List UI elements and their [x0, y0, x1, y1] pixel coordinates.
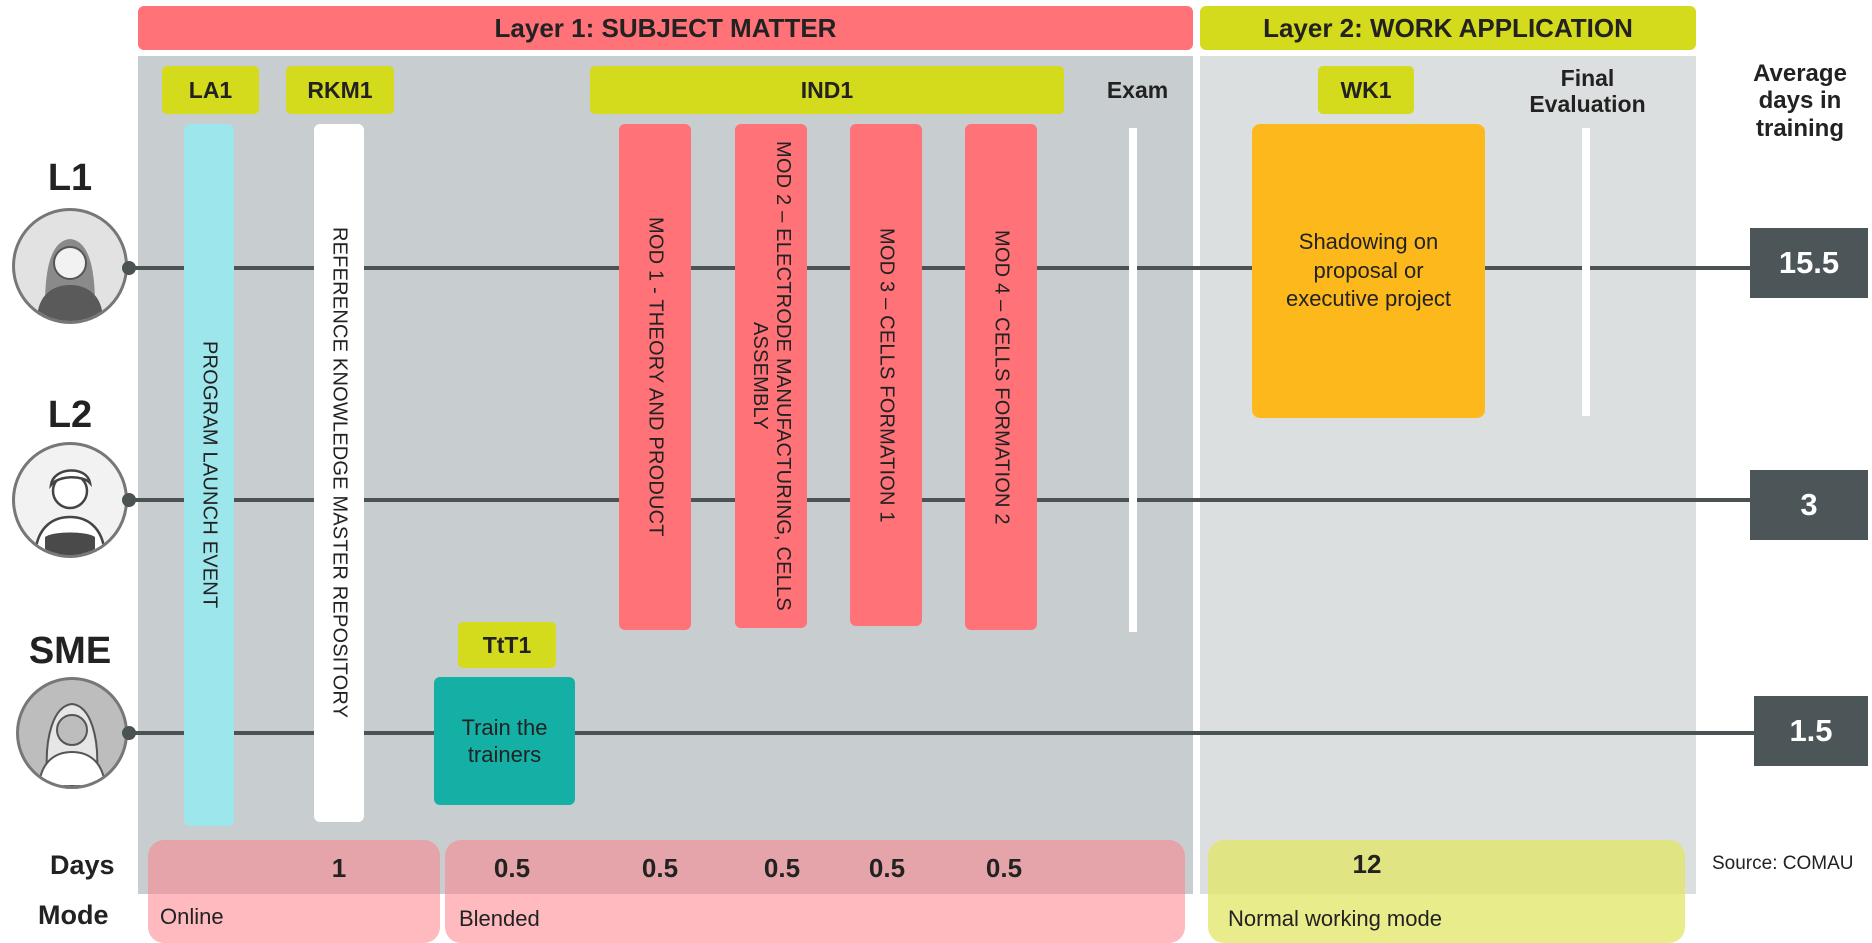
- mod4-bar: MOD 4 – CELLS FORMATION 2: [965, 124, 1037, 630]
- days-mod2: 0.5: [763, 852, 801, 883]
- mod2-bar: MOD 2 – ELECTRODE MANUFACTURING, CELLS A…: [735, 124, 807, 628]
- tag-rkm1: RKM1: [286, 66, 394, 114]
- source-note: Source: COMAU: [1712, 853, 1854, 874]
- timeline-l2: [128, 498, 1778, 502]
- avatar-l1-icon: [12, 208, 128, 324]
- online-band: [148, 840, 440, 943]
- mod1-label: MOD 1 - THEORY AND PRODUCT: [644, 217, 667, 537]
- final-evaluation-divider: [1582, 128, 1590, 416]
- tag-wk1: WK1: [1318, 66, 1414, 114]
- normal-working-band: [1208, 840, 1685, 943]
- days-ttt1: 0.5: [493, 852, 531, 883]
- program-launch-bar: PROGRAM LAUNCH EVENT: [184, 124, 234, 826]
- layer1-header: Layer 1: SUBJECT MATTER: [138, 6, 1193, 50]
- mod4-label: MOD 4 – CELLS FORMATION 2: [990, 229, 1013, 525]
- tag-ind1: IND1: [590, 66, 1064, 114]
- mod3-label: MOD 3 – CELLS FORMATION 1: [875, 227, 898, 523]
- mode-normal: Normal working mode: [1228, 906, 1442, 931]
- reference-repo-bar: REFERENCE KNOWLEDGE MASTER REPOSITORY: [314, 124, 364, 822]
- shadowing-label: Shadowing on proposal or executive proje…: [1285, 229, 1452, 312]
- person-label-l2: L2: [47, 393, 93, 436]
- tag-la1: LA1: [162, 66, 259, 114]
- exam-divider: [1129, 128, 1137, 632]
- tag-exam: Exam: [1106, 76, 1169, 103]
- tag-final-evaluation: Final Evaluation: [1529, 64, 1646, 117]
- reference-repo-label: REFERENCE KNOWLEDGE MASTER REPOSITORY: [328, 227, 351, 719]
- mode-blended: Blended: [459, 906, 540, 931]
- timeline-l1: [128, 266, 1778, 270]
- mod1-bar: MOD 1 - THEORY AND PRODUCT: [619, 124, 691, 630]
- train-trainers-label: Train the trainers: [461, 714, 548, 768]
- average-days-header: Average days in training: [1753, 59, 1847, 142]
- timeline-sme: [128, 731, 1778, 735]
- days-wk1: 12: [1352, 848, 1382, 879]
- mod2-label: MOD 2 – ELECTRODE MANUFACTURING, CELLS A…: [749, 141, 794, 611]
- avg-days-sme: 1.5: [1754, 696, 1868, 766]
- days-mod1: 0.5: [641, 852, 679, 883]
- train-trainers-box: Train the trainers: [434, 677, 575, 805]
- days-mod3: 0.5: [868, 852, 906, 883]
- mod3-bar: MOD 3 – CELLS FORMATION 1: [850, 124, 922, 626]
- avg-days-l2: 3: [1750, 470, 1868, 540]
- avg-days-l1: 15.5: [1750, 228, 1868, 298]
- days-rkm1: 1: [331, 852, 347, 883]
- layer2-header: Layer 2: WORK APPLICATION: [1200, 6, 1696, 50]
- mode-online: Online: [160, 904, 224, 929]
- mode-row-label: Mode: [38, 900, 109, 930]
- days-mod4: 0.5: [985, 852, 1023, 883]
- avatar-l2-icon: [12, 442, 128, 558]
- avatar-sme-icon: [16, 677, 128, 789]
- days-row-label: Days: [50, 850, 115, 880]
- shadowing-box: Shadowing on proposal or executive proje…: [1252, 124, 1485, 418]
- person-label-l1: L1: [47, 156, 93, 199]
- tag-ttt1: TtT1: [458, 622, 556, 668]
- blended-band: [445, 840, 1185, 943]
- program-launch-label: PROGRAM LAUNCH EVENT: [198, 341, 221, 609]
- person-label-sme: SME: [28, 629, 112, 672]
